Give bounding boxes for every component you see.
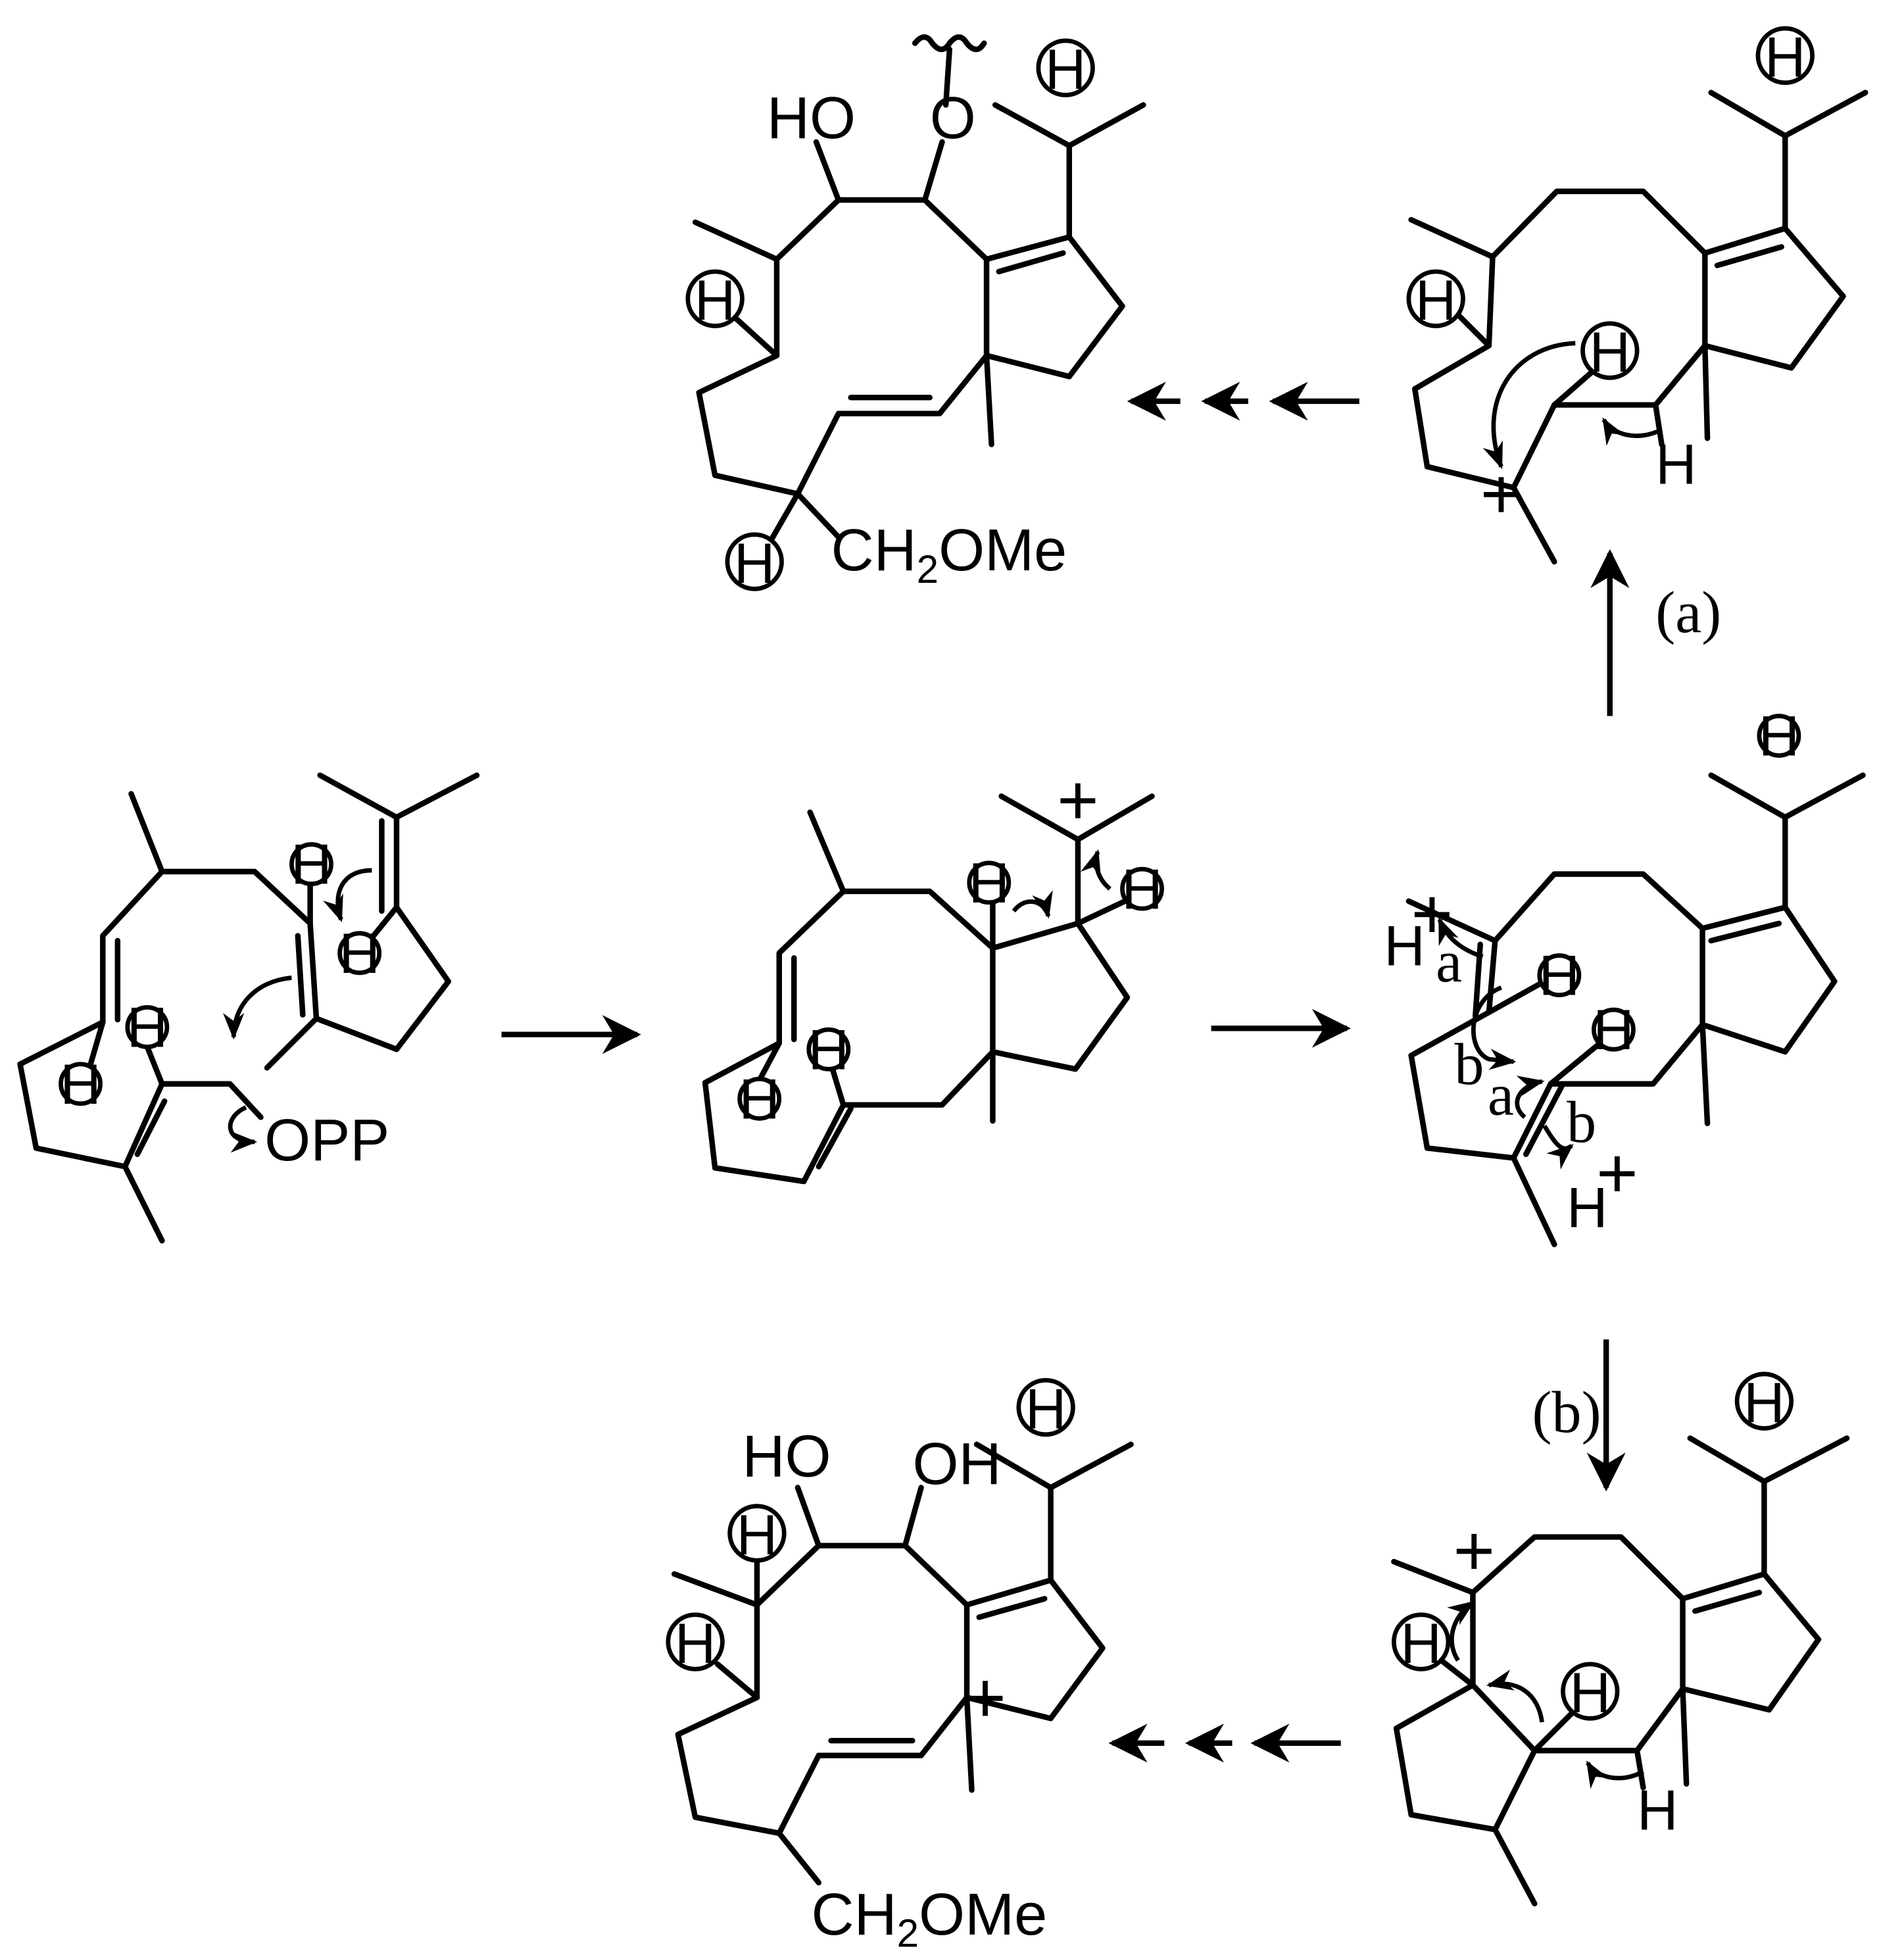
hydroxyl-label: HO — [767, 85, 856, 151]
h-circle-c2-c — [806, 1027, 851, 1072]
compound-3-intermediate: H H H H + H + a b a b — [1384, 705, 1866, 1247]
h-circle-c1-d — [59, 1062, 103, 1106]
compound-2-intermediate: + H H H H — [702, 760, 1164, 1185]
h-label: H — [1025, 1377, 1066, 1441]
h-label: H — [1590, 321, 1630, 384]
hydroxyl-label: HO — [742, 1423, 831, 1490]
h-circle-c3-c — [1592, 1007, 1636, 1052]
cation-plus: + — [964, 1658, 1006, 1738]
arrow-label-a: a — [1436, 929, 1462, 995]
h-circle-c7-c — [666, 1612, 725, 1671]
compound-6-path-b-cation: H H H H + — [1391, 1372, 1850, 1907]
h-circle-c6-c — [1561, 1662, 1620, 1721]
curly-arrow — [323, 868, 372, 922]
h-label: H — [1121, 858, 1162, 921]
h-label: H — [695, 269, 735, 332]
ch2ome-label: CH2OMe — [812, 1881, 1048, 1953]
h-circle-c6-b — [1391, 1612, 1451, 1671]
arrow-label-b: b — [1454, 1032, 1484, 1097]
h-circle-c6-a — [1734, 1372, 1794, 1431]
h-label: H — [1759, 705, 1799, 768]
compound-7-product-b: HO OH + CH2OMe H H H — [666, 1377, 1134, 1953]
h-label: H — [739, 1068, 780, 1131]
h-label: H — [1655, 433, 1696, 497]
cation-plus: + — [1057, 760, 1099, 841]
h-circle-c1-b — [337, 931, 382, 976]
h-circle-c2-d — [737, 1076, 782, 1121]
h-label: H — [1593, 999, 1634, 1062]
h-circle-c2-b — [1120, 866, 1164, 911]
h-label: H — [1765, 26, 1805, 89]
h-circle-c7-b — [727, 1504, 787, 1563]
h-label: H — [60, 1053, 101, 1116]
curly-arrow — [1447, 1600, 1475, 1662]
h-label: H — [734, 532, 775, 595]
h-label: H — [127, 996, 168, 1059]
h-circle-c3-b — [1537, 953, 1582, 998]
curly-arrow — [1542, 1124, 1574, 1170]
curly-arrow — [1080, 849, 1111, 891]
arrow-label-a: a — [1488, 1063, 1514, 1128]
h-label: H — [1539, 945, 1580, 1008]
path-b-label: (b) — [1532, 1380, 1601, 1445]
h-circle-c1-c — [125, 1005, 170, 1049]
h-circle-c1-a — [289, 842, 333, 887]
curly-arrow — [1515, 1075, 1545, 1120]
proton-h-label: H — [1384, 915, 1425, 978]
compound-4-path-a-cation: H H H H + — [1406, 26, 1868, 565]
h-circle-c4-a — [1755, 26, 1815, 86]
h-label: H — [808, 1018, 849, 1081]
curly-arrow — [1012, 890, 1053, 919]
h-circle-c7-a — [1016, 1377, 1075, 1437]
curly-arrow — [1482, 341, 1576, 470]
curly-arrow — [1437, 917, 1484, 959]
opp-label: OPP — [264, 1107, 389, 1174]
h-label: H — [291, 833, 331, 897]
h-label: H — [969, 852, 1010, 915]
h-label: H — [1415, 269, 1456, 332]
h-label: H — [1045, 38, 1086, 101]
curly-arrow — [228, 1105, 258, 1153]
h-circle-c2-a — [967, 860, 1012, 905]
proton-h-label: H — [1567, 1176, 1607, 1239]
h-circle-c5-b — [685, 269, 745, 328]
curly-arrow — [1601, 417, 1663, 446]
h-circle-c5-c — [725, 532, 784, 591]
h-circle-c3-a — [1757, 714, 1801, 758]
curly-arrow — [1586, 1760, 1645, 1789]
oxygen-label: O — [930, 85, 976, 151]
curly-arrow — [223, 976, 292, 1040]
cation-plus: + — [1453, 1511, 1495, 1591]
h-label: H — [675, 1612, 716, 1675]
compound-1-substrate: H H H H OPP — [17, 772, 480, 1244]
h-label: H — [1400, 1612, 1441, 1675]
h-label: H — [1570, 1662, 1611, 1725]
h-circle-c4-b — [1406, 269, 1465, 328]
proton-plus: + — [1596, 1133, 1638, 1213]
h-label: H — [1744, 1372, 1784, 1435]
hydroxyl-label: OH — [912, 1431, 1001, 1497]
path-a-label: (a) — [1655, 580, 1721, 645]
h-circle-c4-c — [1580, 321, 1640, 380]
h-label: H — [339, 922, 379, 985]
h-label: H — [737, 1504, 777, 1567]
curly-arrow — [1471, 985, 1517, 1070]
compound-5-product-a: HO O CH2OMe H H H — [685, 34, 1146, 595]
h-label: H — [1637, 1779, 1678, 1842]
h-circle-c5-a — [1036, 38, 1095, 97]
ch2ome-label: CH2OMe — [831, 517, 1067, 591]
curly-arrow — [1486, 1669, 1544, 1723]
